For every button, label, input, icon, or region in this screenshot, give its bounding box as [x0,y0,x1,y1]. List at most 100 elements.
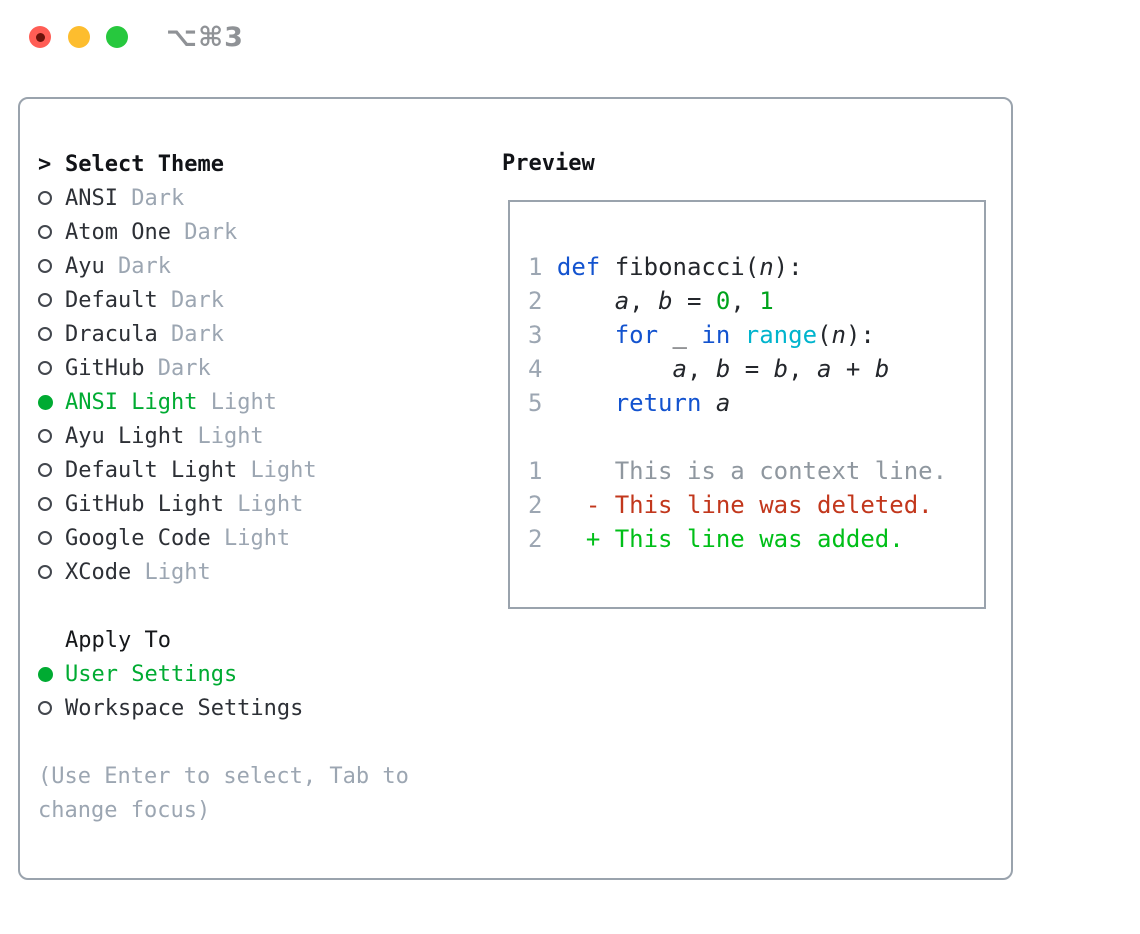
theme-option-xcode[interactable]: XCode Light [38,555,409,589]
radio-icon [38,293,52,307]
radio-icon [38,497,52,511]
theme-variant: Light [144,559,211,585]
marker-column [38,463,65,477]
code-segment-pl [557,355,673,383]
code-segment-kw: in [701,321,731,349]
apply-to-title: Apply To [65,627,171,653]
spacer [38,725,409,759]
marker-column [38,531,65,545]
theme-name: Ayu [65,253,118,279]
apply-option-label: Workspace Settings [65,695,304,721]
marker-column [38,361,65,375]
code-segment-num: 1 [528,457,543,485]
marker-column [38,394,65,410]
code-segment-pl [557,321,615,349]
theme-variant: Dark [157,355,211,381]
code-line: 2 - This line was deleted. [528,488,947,522]
focus-cursor: > [38,151,52,177]
marker-column [38,497,65,511]
code-line: 5 return a [528,386,947,420]
code-segment-pl [557,287,615,315]
theme-option-ansi[interactable]: ANSI Dark [38,181,409,215]
radio-icon [38,361,52,375]
theme-variant: Light [237,491,304,517]
code-segment-var: a [672,355,687,383]
theme-name: Dracula [65,321,171,347]
code-segment-kw: return [614,389,702,417]
code-segment-pl: ): [773,253,803,281]
code-segment-pl [542,491,585,519]
code-segment-lit: 0 [715,287,731,315]
preview-title: Preview [502,151,595,176]
code-line: 1 This is a context line. [528,454,947,488]
apply-option-user-settings[interactable]: User Settings [38,657,409,691]
theme-name: XCode [65,559,145,585]
theme-variant: Light [210,389,277,415]
theme-variant: Dark [131,185,185,211]
theme-variant: Light [250,457,317,483]
code-segment-pl: , [629,287,659,315]
theme-option-ansi-light[interactable]: ANSI Light Light [38,385,409,419]
theme-option-github-light[interactable]: GitHub Light Light [38,487,409,521]
hint-line: (Use Enter to select, Tab to [38,763,409,789]
radio-selected-icon [38,394,53,410]
code-segment-num: 2 [528,287,557,315]
code-segment-pl: fibonacci( [600,253,760,281]
theme-name: Default [65,287,171,313]
code-segment-var: b [874,355,890,383]
theme-option-atom-one[interactable]: Atom One Dark [38,215,409,249]
theme-option-ayu[interactable]: Ayu Dark [38,249,409,283]
code-segment-var: n [759,253,774,281]
code-segment-pl: ): [845,321,875,349]
marker-column [38,701,65,715]
marker-column [38,293,65,307]
theme-name: GitHub [65,355,158,381]
marker-column [38,259,65,273]
spacer [38,589,409,623]
radio-icon [38,327,52,341]
radio-icon [38,565,52,579]
code-segment-pl: , [788,355,818,383]
code-segment-pl: = [730,355,774,383]
theme-name: Atom One [65,219,185,245]
code-segment-num: 5 [528,389,557,417]
code-segment-num: 4 [528,355,557,383]
code-segment-pl [557,389,615,417]
radio-icon [38,429,52,443]
theme-option-default-light[interactable]: Default Light Light [38,453,409,487]
theme-variant: Dark [184,219,238,245]
theme-name: ANSI [65,185,132,211]
theme-variant: Dark [170,321,224,347]
marker-column [38,191,65,205]
theme-name: Ayu Light [65,423,198,449]
zoom-button[interactable] [106,26,128,48]
radio-selected-icon [38,666,53,682]
code-segment-num: 2 [528,491,543,519]
code-line: 1 def fibonacci(n): [528,250,947,284]
code-segment-pl [701,389,715,417]
close-button[interactable] [29,26,51,48]
code-segment-fn: range [744,321,818,349]
code-segment-pl: , [730,287,760,315]
apply-option-workspace-settings[interactable]: Workspace Settings [38,691,409,725]
code-segment-pl: , [686,355,716,383]
theme-name: ANSI Light [65,389,211,415]
marker-column [38,666,65,682]
theme-option-default[interactable]: Default Dark [38,283,409,317]
theme-option-ayu-light[interactable]: Ayu Light Light [38,419,409,453]
apply-to-header: Apply To [38,623,409,657]
theme-option-google-code[interactable]: Google Code Light [38,521,409,555]
marker-column [38,565,65,579]
apply-option-label: User Settings [65,661,238,687]
theme-option-dracula[interactable]: Dracula Dark [38,317,409,351]
theme-option-github[interactable]: GitHub Dark [38,351,409,385]
theme-variant: Dark [170,287,224,313]
minimize-button[interactable] [68,26,90,48]
theme-list-title: Select Theme [65,151,224,177]
code-segment-var: b [773,355,789,383]
